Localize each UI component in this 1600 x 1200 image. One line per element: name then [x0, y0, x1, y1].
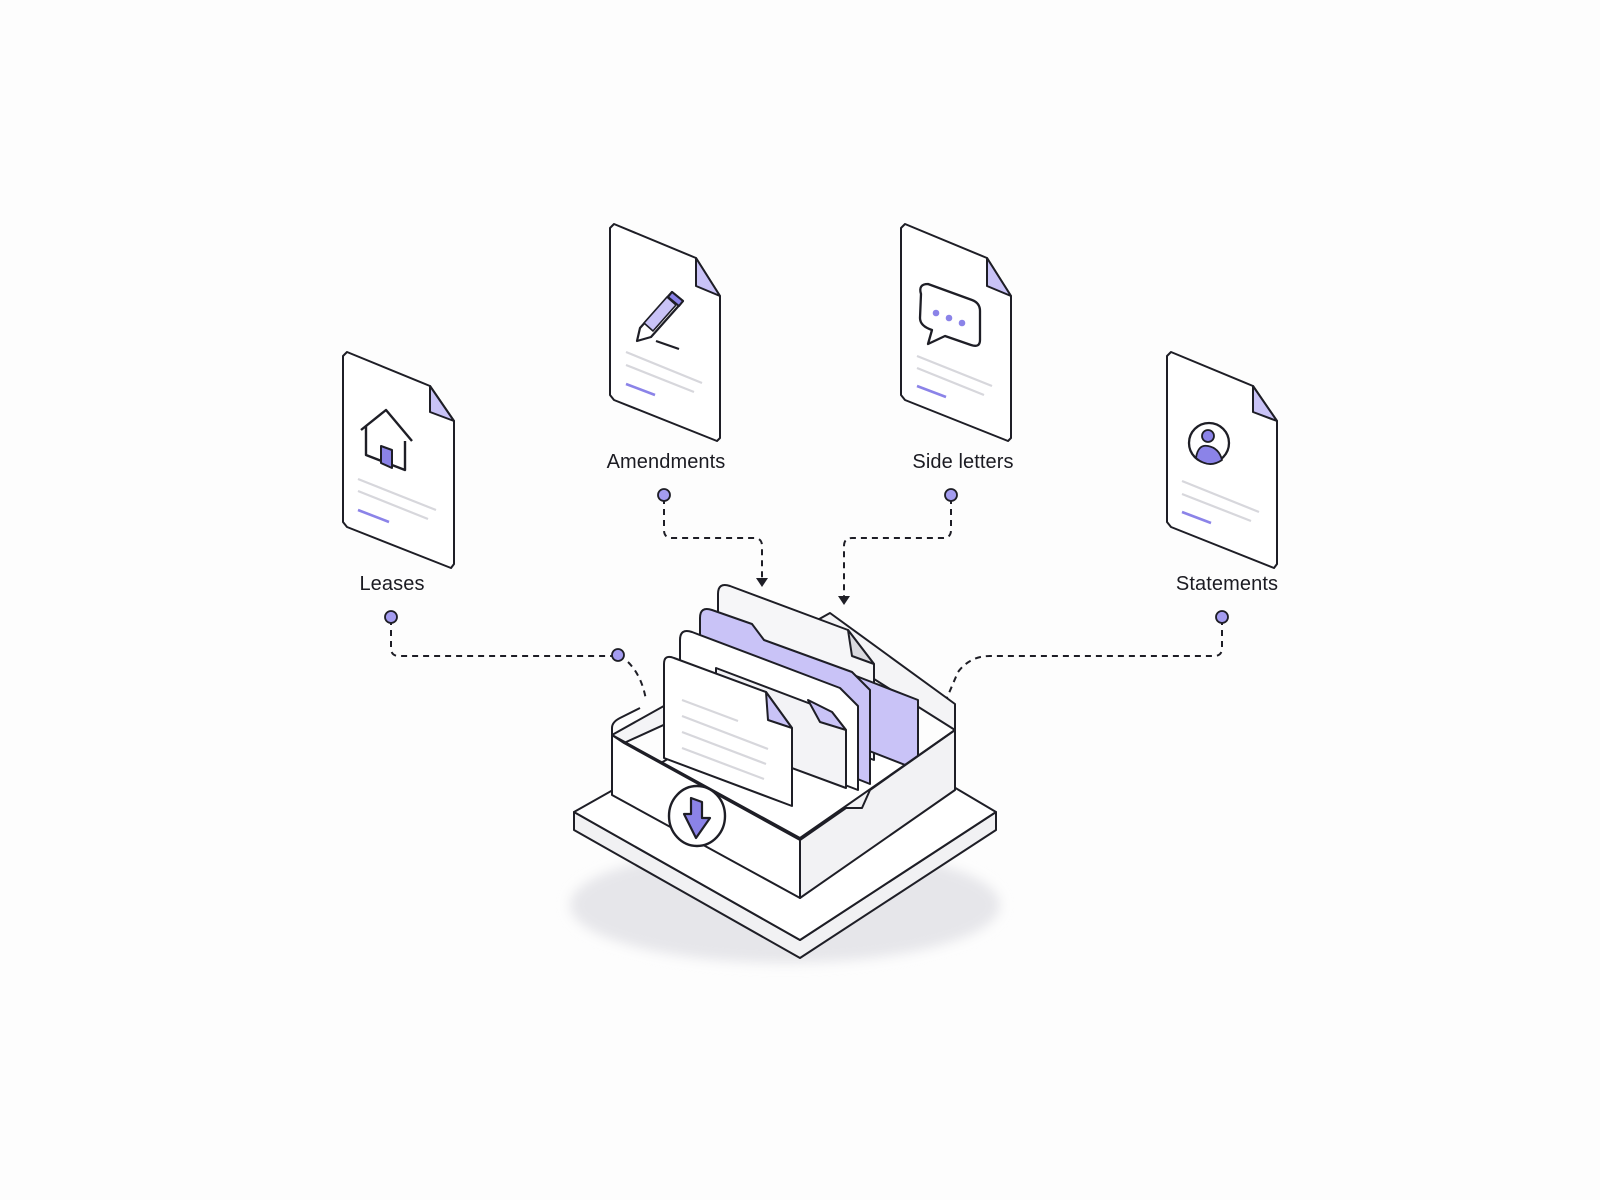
connector-arrowheads: [756, 578, 850, 605]
side-letters-label: Side letters: [912, 451, 1014, 473]
leases-label: Leases: [359, 573, 425, 595]
leases-connector: [390, 619, 620, 657]
amendments-connector: [663, 498, 763, 578]
amendments-document: [609, 223, 721, 442]
statements-connector-dot: [1215, 610, 1229, 624]
connector-dots: [384, 488, 1229, 662]
leases-connector-drop: [627, 661, 647, 701]
statements-connector: [945, 619, 1223, 701]
document-inbox-tray: [570, 584, 1000, 963]
amendments-connector-dot: [657, 488, 671, 502]
leases-document: [342, 351, 455, 569]
statements-label: Statements: [1175, 573, 1279, 595]
amendments-label: Amendments: [606, 451, 726, 473]
chat-bubble-icon: [918, 282, 982, 347]
download-arrow-icon: [667, 784, 727, 848]
side-letters-connector-dot: [944, 488, 958, 502]
leases-connector-dot: [384, 610, 398, 624]
side-letters-document: [900, 223, 1012, 442]
statements-document: [1166, 351, 1278, 569]
house-icon: [360, 408, 413, 472]
person-icon: [1187, 421, 1231, 465]
pencil-icon: [635, 290, 685, 351]
side-letters-connector: [843, 498, 952, 598]
hub-connector-dot: [611, 648, 625, 662]
